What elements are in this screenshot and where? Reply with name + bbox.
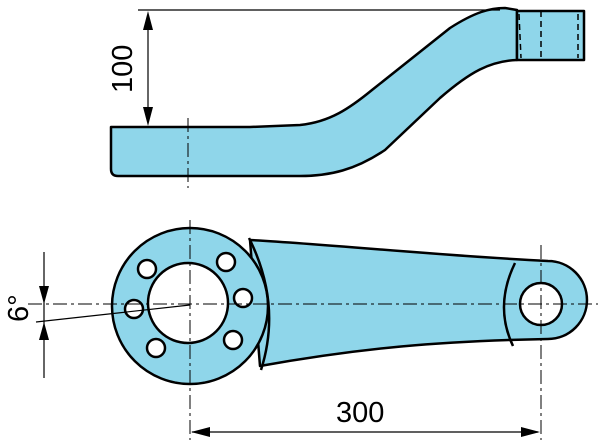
bolt-hole: [222, 329, 244, 351]
hub-arm-boundary: [247, 237, 271, 371]
height-label: 100: [107, 45, 139, 93]
top-view: [110, 226, 589, 386]
angle-label: 6°: [3, 294, 35, 322]
top-view-arm: [248, 238, 589, 368]
angle-dimension: 6°: [3, 252, 191, 378]
side-view: [109, 6, 586, 188]
hidden-bore-left: [518, 13, 522, 59]
bolt-hole: [215, 251, 237, 273]
bolt-hole: [145, 337, 167, 359]
angled-reference-line: [35, 304, 191, 323]
arrowhead-down: [143, 107, 153, 126]
bolt-hole: [136, 258, 158, 280]
length-label: 300: [336, 397, 384, 429]
bolt-hole: [232, 287, 254, 309]
small-end-boundary: [502, 262, 517, 347]
arrowhead-up: [143, 11, 153, 30]
height-dimension: 100: [107, 9, 500, 126]
arrowhead-down: [39, 286, 49, 304]
length-dimension: 300: [191, 397, 540, 437]
bolt-hole: [123, 298, 145, 320]
side-view-body: [109, 6, 519, 178]
arrowhead-right: [521, 427, 540, 437]
top-view-centerlines: [28, 220, 598, 440]
arrowhead-left: [191, 427, 210, 437]
arrowhead-up: [39, 322, 49, 340]
side-view-boss: [515, 9, 586, 62]
hub-bore: [146, 261, 230, 345]
